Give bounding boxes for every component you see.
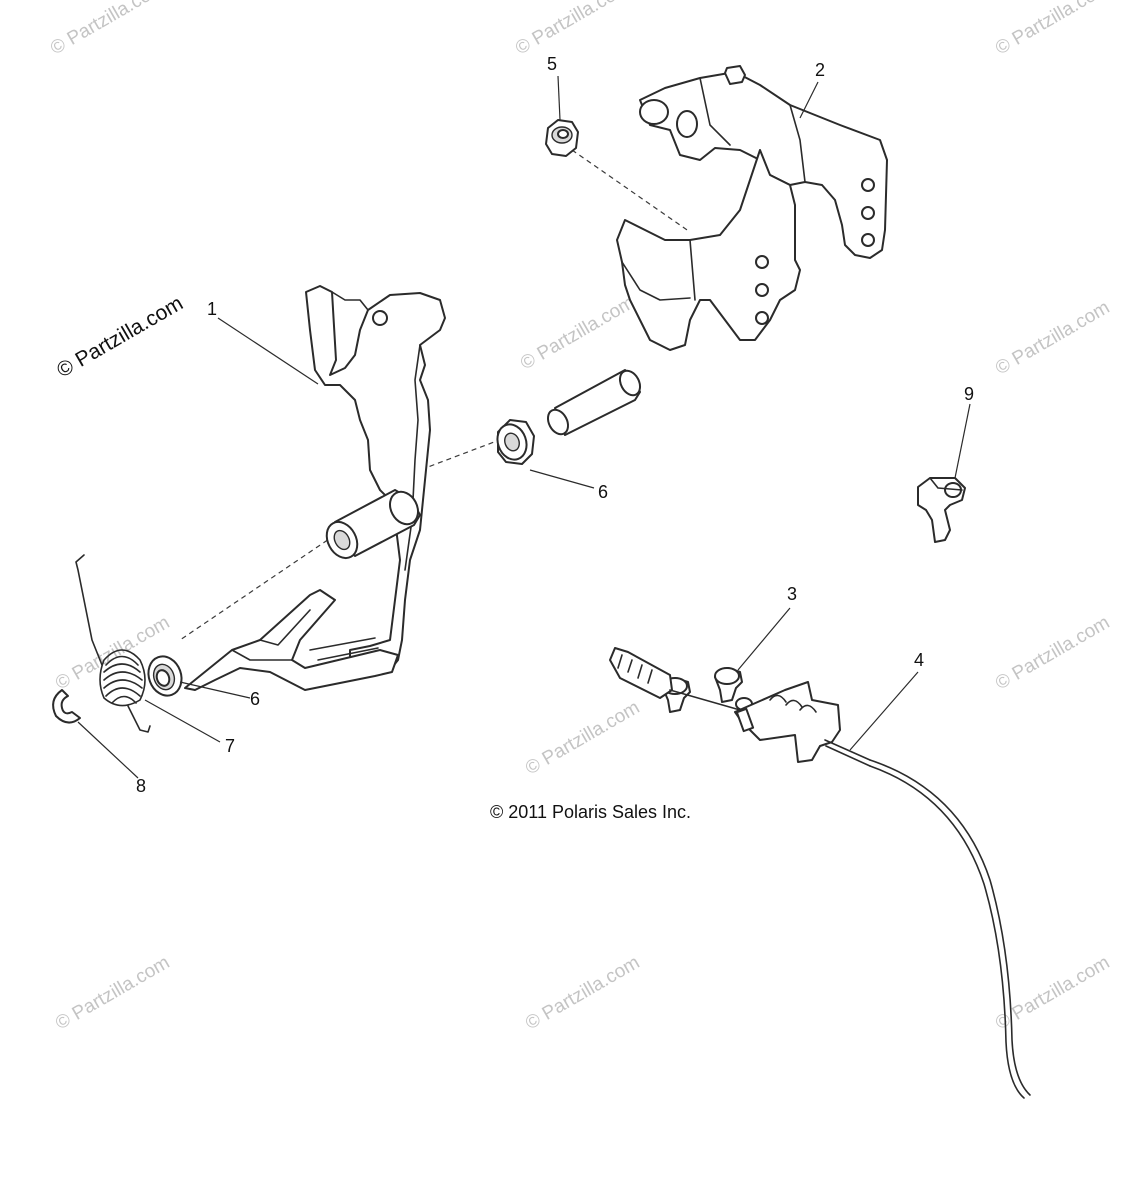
- leader-lines: [77, 75, 971, 779]
- copyright-text: © 2011 Polaris Sales Inc.: [490, 802, 691, 822]
- callout-5: 5: [547, 54, 557, 74]
- watermark: © Partzilla.com: [512, 0, 633, 59]
- watermark: © Partzilla.com: [52, 952, 173, 1034]
- watermark: © Partzilla.com: [992, 0, 1113, 59]
- callout-1: 1: [207, 299, 217, 319]
- callout-6-lower: 6: [250, 689, 260, 709]
- part-7-spring: [75, 554, 151, 733]
- callout-labels: 1 2 3 4 5 6 6 7 8 9: [136, 54, 974, 796]
- watermark: © Partzilla.com: [522, 697, 643, 779]
- part-4-cable: [609, 647, 1031, 1099]
- watermark: © Partzilla.com: [47, 0, 168, 59]
- callout-6-upper: 6: [598, 482, 608, 502]
- watermark: © Partzilla.com: [517, 292, 638, 374]
- callout-3: 3: [787, 584, 797, 604]
- callout-2: 2: [815, 60, 825, 80]
- callout-9: 9: [964, 384, 974, 404]
- watermark: © Partzilla.com: [992, 297, 1113, 379]
- part-2-bracket: [546, 65, 888, 436]
- part-9-stop: [917, 477, 966, 543]
- watermark: © Partzilla.com: [992, 612, 1113, 694]
- part-6-bushing-upper: [496, 419, 535, 465]
- part-8-clip: [52, 689, 81, 724]
- assembly-lines: [179, 149, 691, 641]
- callout-8: 8: [136, 776, 146, 796]
- part-3-pins: [661, 667, 743, 713]
- callout-4: 4: [914, 650, 924, 670]
- callout-7: 7: [225, 736, 235, 756]
- part-6-bushing-lower: [147, 655, 183, 697]
- watermark-primary: © Partzilla.com: [53, 292, 187, 383]
- part-5-nut: [545, 119, 579, 157]
- part-1-pedal: [184, 285, 446, 691]
- watermark: © Partzilla.com: [522, 952, 643, 1034]
